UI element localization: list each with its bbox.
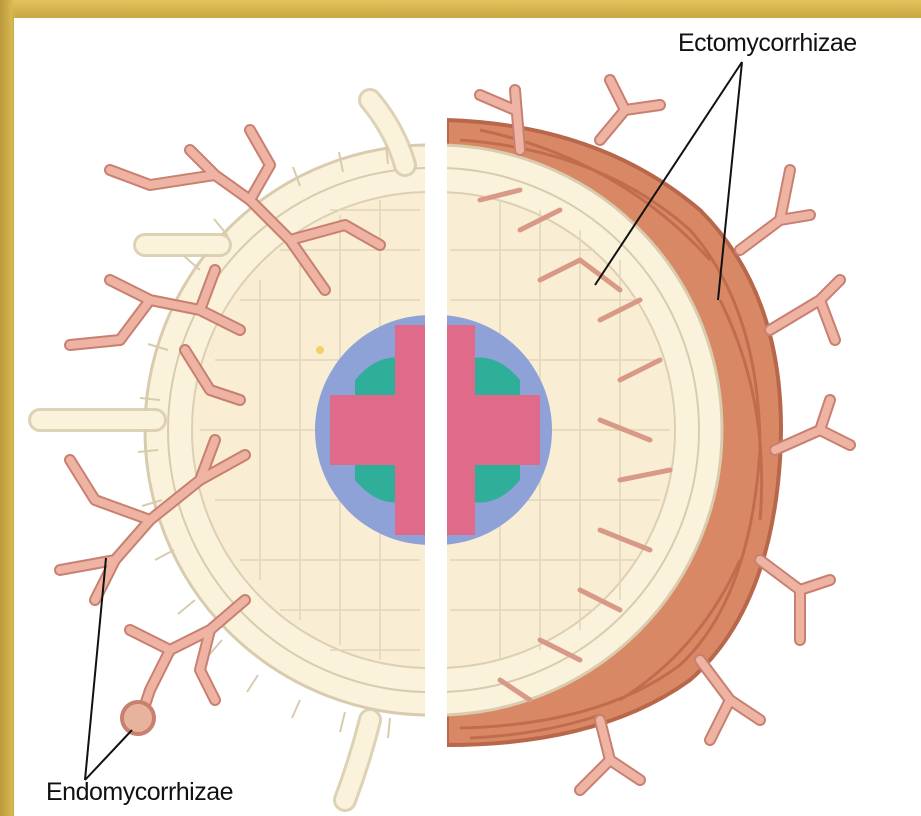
ectomycorrhizae-label: Ectomycorrhizae — [678, 29, 857, 58]
spore-vesicle — [122, 702, 154, 734]
section-divider — [425, 20, 447, 816]
cell-dot — [316, 346, 324, 354]
endomycorrhizae-label: Endomycorrhizae — [46, 778, 233, 807]
endo-leader-line-2 — [85, 730, 132, 780]
